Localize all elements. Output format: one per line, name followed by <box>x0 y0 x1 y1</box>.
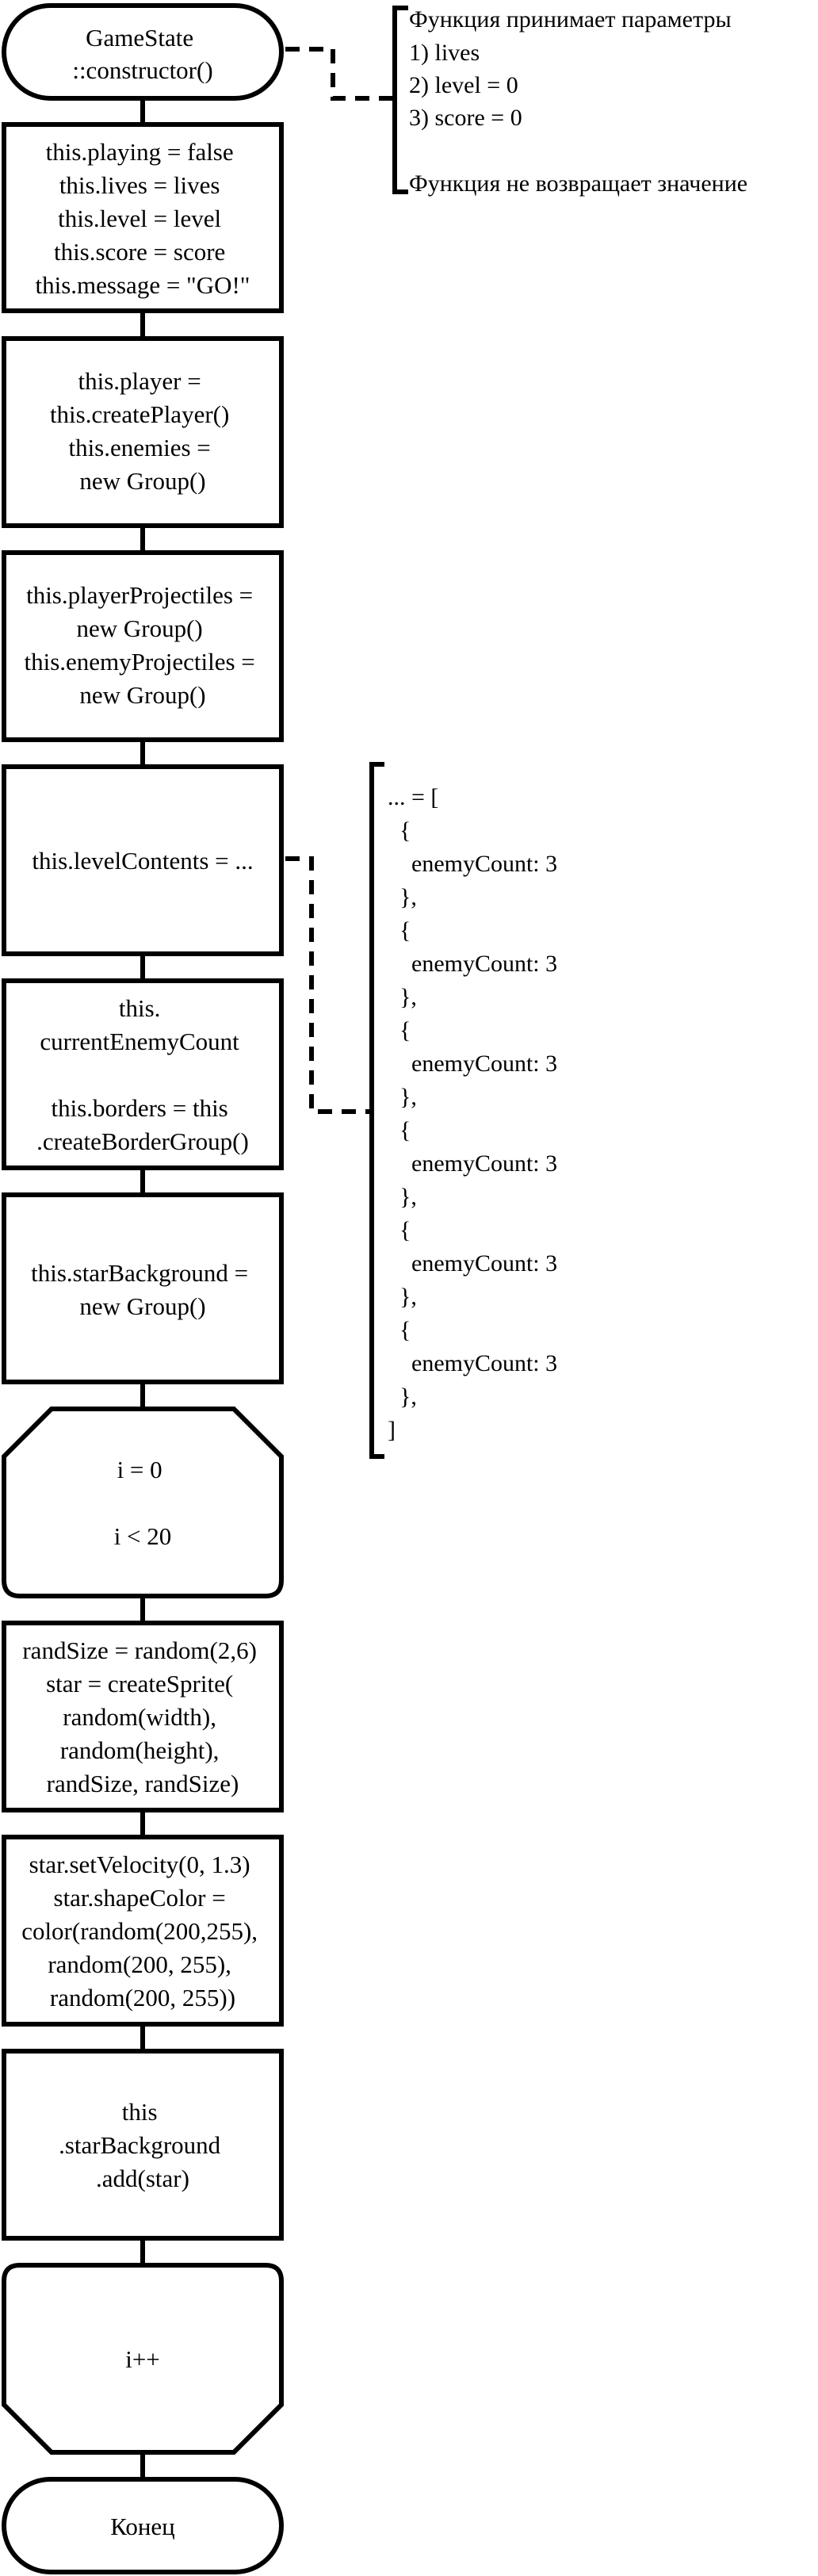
process-block-player-enemies: this.player = this.createPlayer() this.e… <box>2 336 284 528</box>
annotation-text: ... = [ { enemyCount: 3 }, { enemyCount:… <box>0 0 599 1443</box>
process-block-create-sprite: randSize = random(2,6) star = createSpri… <box>2 1621 284 1812</box>
process-block-label: star.setVelocity(0, 1.3) star.shapeColor… <box>21 1851 264 2011</box>
annotation-text: Функция принимает параметры 1) lives 2) … <box>409 6 747 197</box>
process-block-level-contents: this.levelContents = ... <box>2 764 284 956</box>
process-block-add-star: this .starBackground .add(star) <box>2 2049 284 2241</box>
annotation-bracket <box>392 6 408 194</box>
annotation-connector <box>285 856 371 1114</box>
loop-start-block: i = 0 i < 20 <box>2 1407 284 1598</box>
process-block-velocity-color: star.setVelocity(0, 1.3) star.shapeColor… <box>2 1835 284 2027</box>
process-block-label: this .starBackground .add(star) <box>59 2098 227 2192</box>
loop-end-block: i++ <box>2 2263 284 2455</box>
end-terminator: Конец <box>2 2477 284 2574</box>
start-label: GameState ::constructor() <box>72 24 212 84</box>
process-block-label: this. currentEnemyCount this.borders = t… <box>36 994 249 1155</box>
process-block-label: this.playing = false this.lives = lives … <box>36 138 250 299</box>
process-block-label: this.starBackground = new Group() <box>31 1259 254 1320</box>
loop-start-label: i = 0 i < 20 <box>114 1456 172 1550</box>
process-block-star-background: this.starBackground = new Group() <box>2 1192 284 1384</box>
annotation-connector <box>285 47 392 101</box>
process-block-projectiles: this.playerProjectiles = new Group() thi… <box>2 550 284 742</box>
process-block-init-fields: this.playing = false this.lives = lives … <box>2 122 284 313</box>
annotation-bracket <box>369 762 384 1459</box>
process-block-label: this.levelContents = ... <box>32 847 253 875</box>
loop-end-label: i++ <box>125 2345 160 2373</box>
process-block-label: this.player = this.createPlayer() this.e… <box>50 367 235 495</box>
annotation-params: Функция принимает параметры 1) lives 2) … <box>285 6 747 197</box>
annotation-level-contents: ... = [ { enemyCount: 3 }, { enemyCount:… <box>0 0 599 1459</box>
start-terminator: GameState ::constructor() <box>2 3 284 101</box>
process-block-label: this.playerProjectiles = new Group() thi… <box>24 581 261 709</box>
process-block-label: randSize = random(2,6) star = createSpri… <box>22 1636 262 1797</box>
end-label: Конец <box>110 2513 175 2540</box>
process-block-enemy-count-borders: this. currentEnemyCount this.borders = t… <box>2 978 284 1170</box>
